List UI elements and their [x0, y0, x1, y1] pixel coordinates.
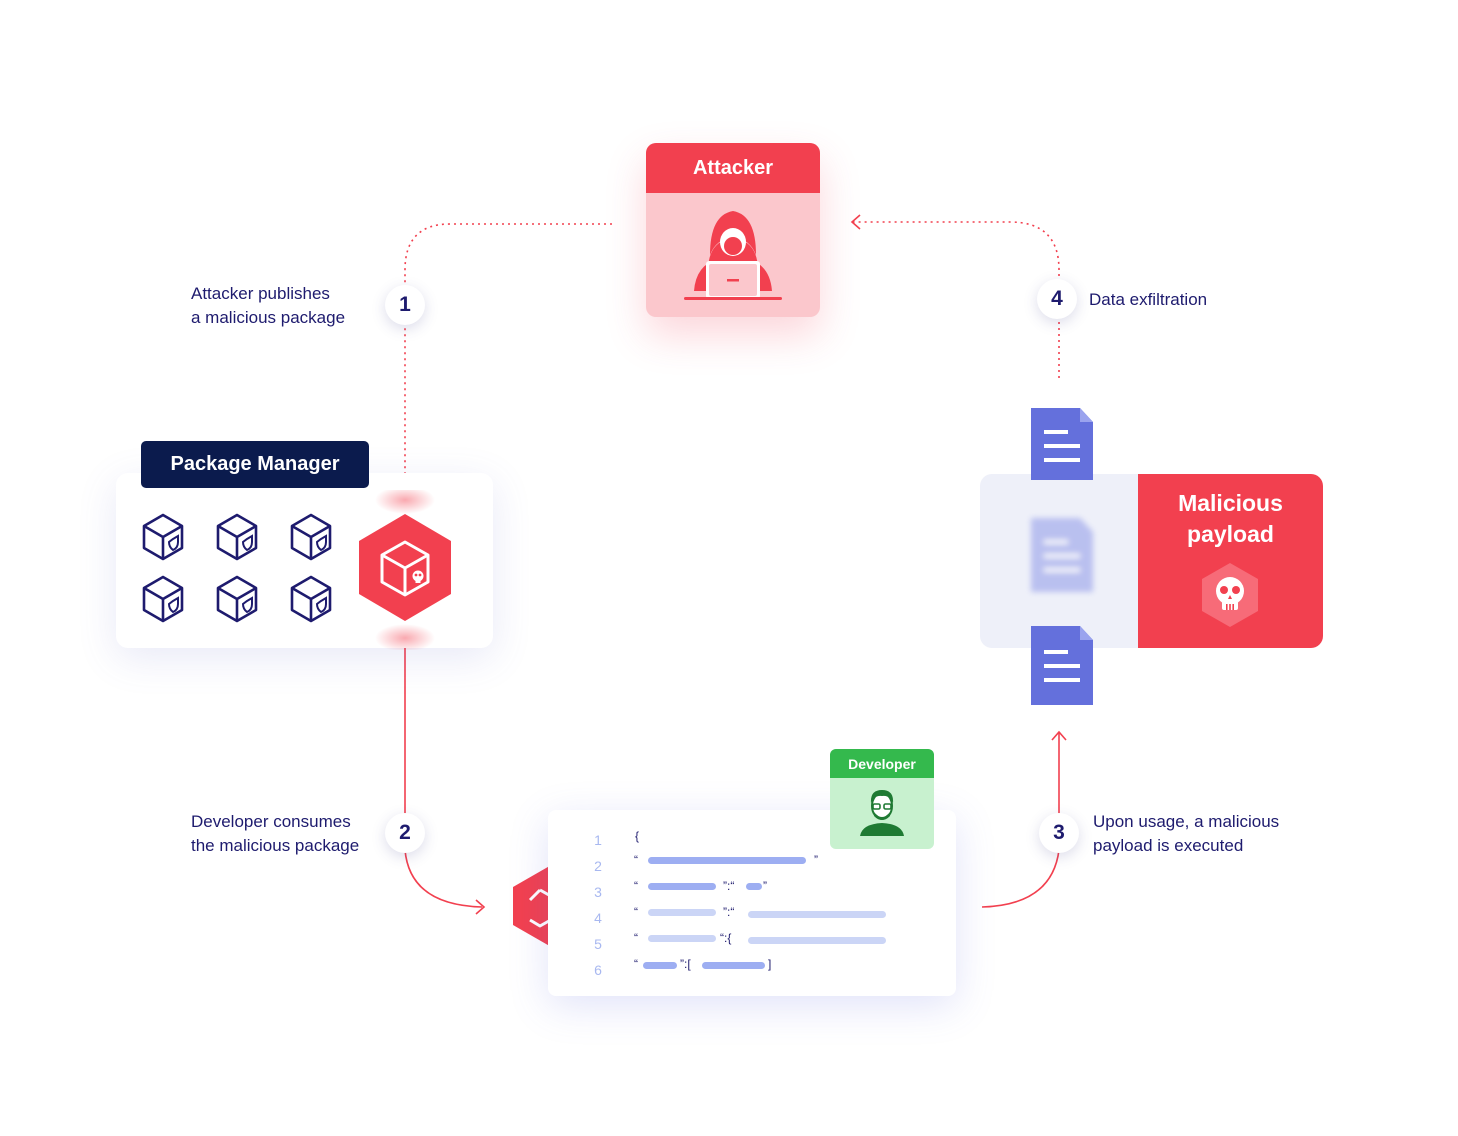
- cube-package-icon: [216, 513, 258, 561]
- code-placeholder: [746, 883, 762, 890]
- arrowhead-exfiltrate: [850, 214, 861, 230]
- developer-card: Developer: [830, 749, 934, 849]
- connector-consume: [404, 632, 483, 908]
- code-token: “:{: [720, 931, 732, 945]
- line-number: 5: [594, 936, 602, 952]
- cube-package-icon: [142, 513, 184, 561]
- code-token: ]: [768, 957, 772, 971]
- connector-execute: [981, 733, 1060, 908]
- code-placeholder: [648, 909, 716, 916]
- package-manager-title: Package Manager: [141, 441, 369, 488]
- arrowhead-execute: [1051, 730, 1067, 741]
- code-placeholder: [748, 937, 886, 944]
- package-grid: [142, 513, 332, 623]
- document-icon: [1031, 408, 1093, 480]
- document-icon: [1031, 518, 1093, 592]
- code-placeholder: [702, 962, 765, 969]
- code-token: ”:“: [723, 879, 735, 893]
- connector-publish: [404, 223, 612, 495]
- cube-package-icon: [216, 575, 258, 623]
- line-number: 2: [594, 858, 602, 874]
- cube-package-icon: [142, 575, 184, 623]
- code-placeholder: [643, 962, 677, 969]
- code-token: ”:“: [723, 905, 735, 919]
- code-token: ”:[: [680, 957, 691, 971]
- code-placeholder: [648, 883, 716, 890]
- code-token: “: [634, 905, 638, 919]
- code-token: “: [634, 879, 638, 893]
- code-placeholder: [648, 857, 806, 864]
- code-token: “: [634, 931, 638, 945]
- line-number: 3: [594, 884, 602, 900]
- cube-package-icon: [290, 575, 332, 623]
- step-2-badge: 2: [385, 813, 425, 853]
- code-token: {: [635, 829, 640, 843]
- developer-title: Developer: [830, 749, 934, 778]
- code-placeholder: [648, 935, 716, 942]
- hooded-hacker-laptop-icon: [684, 211, 782, 300]
- step-1-caption: Attacker publishes a malicious package: [191, 284, 346, 327]
- step-3-badge: 3: [1039, 813, 1079, 853]
- step-4-badge: 4: [1037, 279, 1077, 319]
- code-token: “: [634, 853, 638, 867]
- document-stream: [1031, 408, 1093, 705]
- developer-avatar-icon: [860, 790, 904, 836]
- code-token: ”: [814, 853, 818, 867]
- skull-cube-hexagon-icon: [359, 490, 451, 650]
- step-1-badge: 1: [385, 285, 425, 325]
- step-2-caption: Developer consumes the malicious package: [191, 812, 360, 855]
- step-3-caption: Upon usage, a malicious payload is execu…: [1093, 812, 1280, 855]
- code-token: “: [634, 957, 638, 971]
- code-token: ”: [763, 879, 767, 893]
- skull-hexagon-icon: [1202, 563, 1258, 627]
- attacker-card: Attacker: [646, 143, 820, 317]
- attacker-title: Attacker: [646, 143, 820, 193]
- malicious-payload-title: Malicious payload: [1178, 490, 1283, 547]
- line-number: 1: [594, 832, 602, 848]
- arrowhead-consume: [475, 899, 486, 915]
- step-4-caption: Data exfiltration: [1089, 290, 1208, 309]
- line-number: 6: [594, 962, 602, 978]
- line-number: 4: [594, 910, 602, 926]
- connector-exfiltrate: [853, 221, 1060, 378]
- malicious-payload-card: Malicious payload: [1138, 474, 1323, 648]
- code-placeholder: [748, 911, 886, 918]
- cube-package-icon: [290, 513, 332, 561]
- document-icon: [1031, 626, 1093, 705]
